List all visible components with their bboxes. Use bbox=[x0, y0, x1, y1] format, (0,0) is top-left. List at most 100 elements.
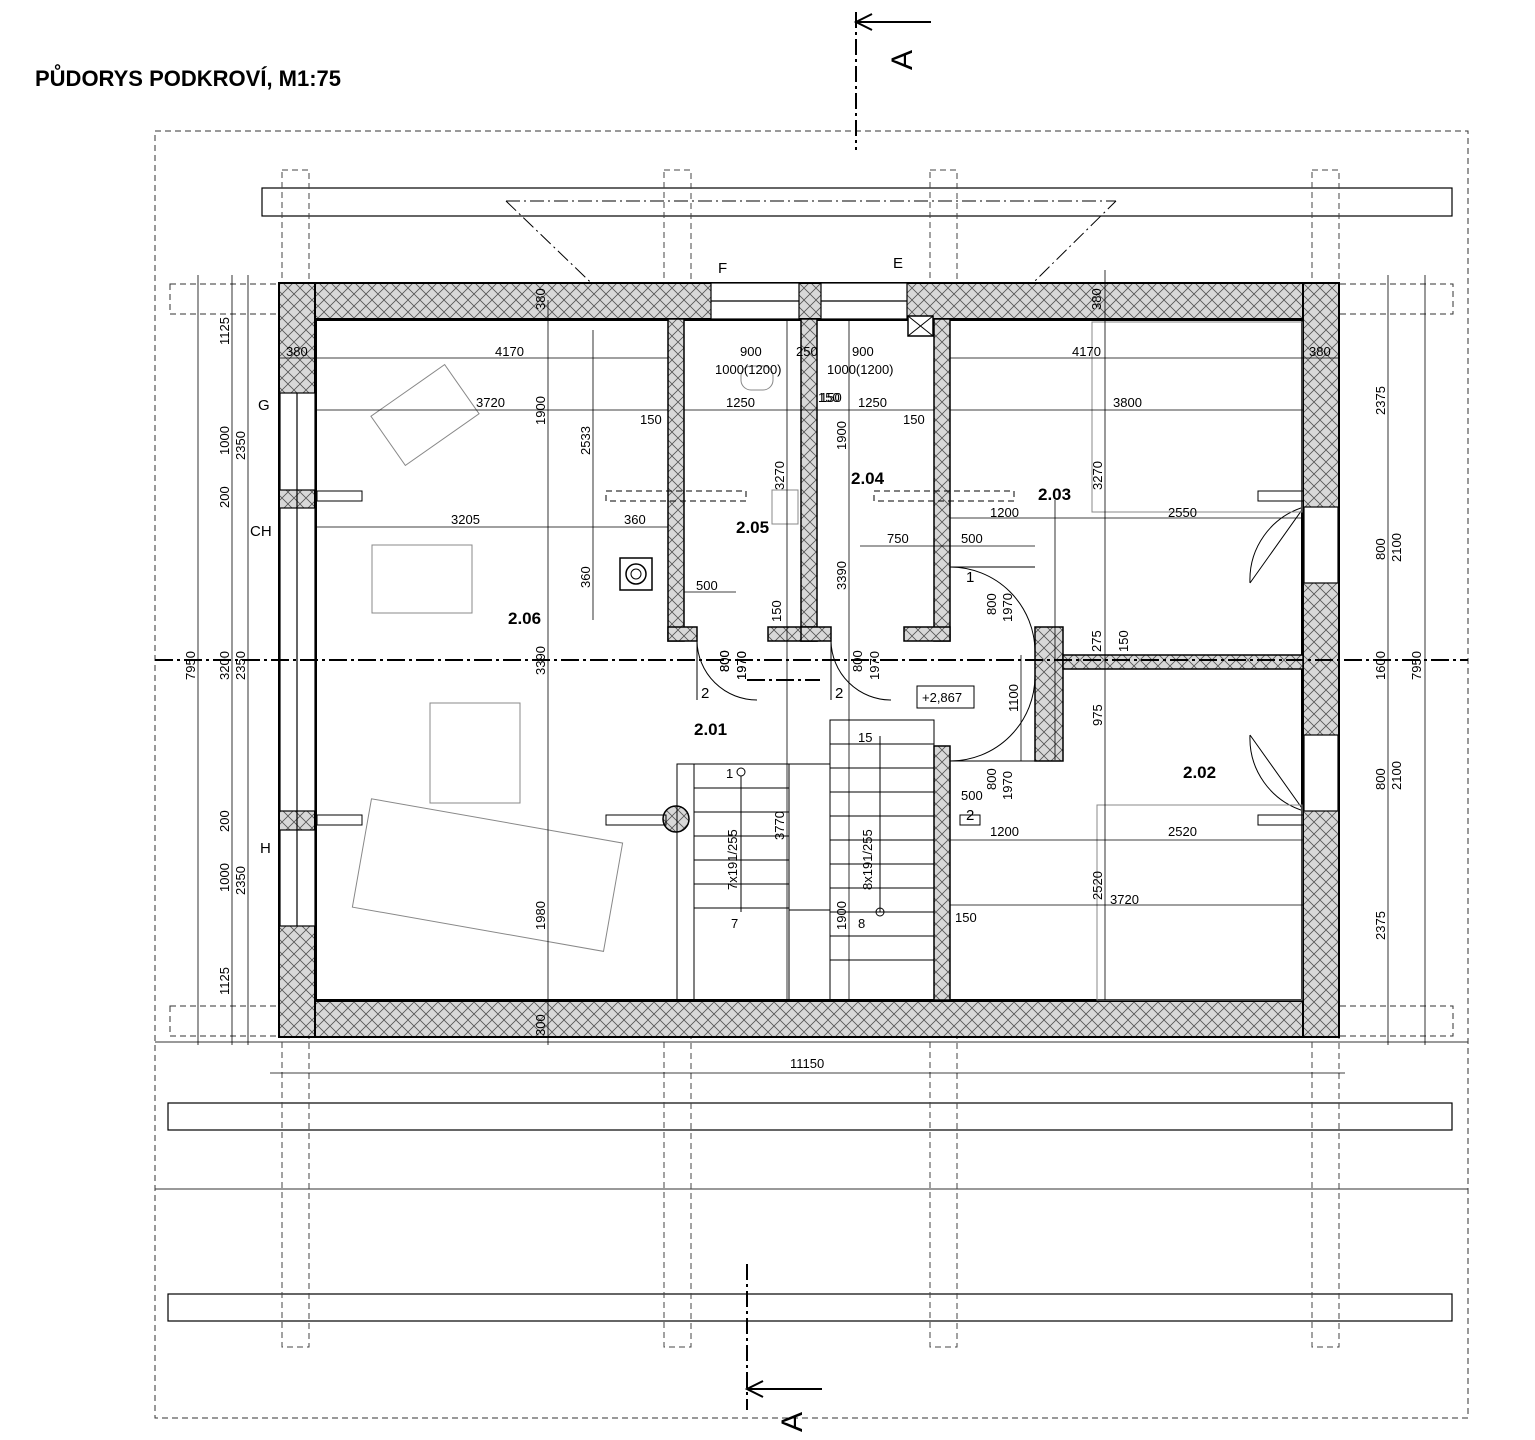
roof-beams bbox=[167, 187, 1453, 1322]
dim-left-inner-2: 2350 bbox=[233, 866, 248, 895]
dim-202-6: 1970 bbox=[1000, 771, 1015, 800]
dim-202-1: 2520 bbox=[1090, 871, 1105, 900]
column bbox=[662, 805, 690, 833]
dim-206-8: 3390 bbox=[533, 646, 548, 675]
dimension-texts: 11150 7950 7950 1125 1000 200 3200 200 1… bbox=[183, 288, 1424, 1071]
stair-step-mid2: 8 bbox=[858, 916, 865, 931]
door-swing-2b: 2 bbox=[835, 685, 843, 702]
door-swing-2c: 2 bbox=[966, 807, 974, 824]
dim-203-5: 2550 bbox=[1168, 505, 1197, 520]
dim-206-7: 2533 bbox=[578, 426, 593, 455]
dim-right-total: 7950 bbox=[1409, 651, 1424, 680]
dim-204-8: 500 bbox=[961, 531, 983, 546]
dim-right-6: 2375 bbox=[1373, 911, 1388, 940]
window-f: F bbox=[718, 260, 727, 277]
section-line-a bbox=[744, 12, 931, 1410]
interior-walls bbox=[667, 315, 1304, 1001]
dim-left-1: 1000 bbox=[217, 426, 232, 455]
dim-overall-width: 11150 bbox=[790, 1056, 824, 1071]
dim-right-5: 2100 bbox=[1389, 761, 1404, 790]
window-sills bbox=[316, 490, 1304, 826]
furniture bbox=[351, 321, 1303, 1001]
dim-202-7: 150 bbox=[955, 910, 977, 925]
window-e: E bbox=[893, 255, 903, 272]
dim-206-4: 360 bbox=[624, 512, 646, 527]
dim-204-9: 800 bbox=[984, 593, 999, 615]
dormer-outline bbox=[505, 200, 1117, 499]
room-203: 2.03 bbox=[1038, 485, 1071, 504]
dim-205-5: 150 bbox=[818, 390, 840, 405]
door-swing-2a: 2 bbox=[701, 685, 709, 702]
dim-204-3: 1250 bbox=[858, 395, 887, 410]
dim-right-2: 2100 bbox=[1389, 533, 1404, 562]
dim-206-10: 380 bbox=[533, 288, 548, 310]
dim-205-9: 1970 bbox=[734, 651, 749, 680]
dim-left-0: 1125 bbox=[217, 317, 232, 345]
dim-204-1: 1000(1200) bbox=[827, 362, 894, 377]
dim-left-total: 7950 bbox=[183, 651, 198, 680]
dim-left-6: 1125 bbox=[217, 967, 232, 995]
dim-206-3: 3205 bbox=[451, 512, 480, 527]
dim-203-2: 3800 bbox=[1113, 395, 1142, 410]
dim-205-3: 1250 bbox=[726, 395, 755, 410]
dim-204-10: 1970 bbox=[1000, 593, 1015, 622]
dim-206-0: 380 bbox=[286, 344, 308, 359]
window-h: H bbox=[260, 840, 271, 857]
dim-203-1: 4170 bbox=[1072, 344, 1101, 359]
dim-right-0: 2375 bbox=[1373, 386, 1388, 415]
dim-202-4: 500 bbox=[961, 788, 983, 803]
dim-205-10: 150 bbox=[769, 600, 784, 622]
dim-204-6: 3390 bbox=[834, 561, 849, 590]
stair-step-first: 1 bbox=[726, 766, 733, 781]
dim-205-1: 1000(1200) bbox=[715, 362, 782, 377]
chimney bbox=[619, 557, 653, 591]
dim-204-2: 150 bbox=[903, 412, 925, 427]
dim-left-inner-0: 2350 bbox=[233, 431, 248, 460]
dim-202-5: 800 bbox=[984, 768, 999, 790]
stair-step-mid: 7 bbox=[731, 916, 738, 931]
section-mark-top: A bbox=[886, 50, 919, 70]
doors bbox=[696, 506, 1305, 812]
room-206: 2.06 bbox=[508, 609, 541, 628]
room-205: 2.05 bbox=[736, 518, 769, 537]
window-ch: CH bbox=[250, 523, 272, 540]
dim-201-8: 1900 bbox=[834, 901, 849, 930]
room-numbers: 2.06 2.05 2.04 2.03 2.02 2.01 bbox=[508, 469, 1216, 782]
dim-202-0: 2520 bbox=[1168, 824, 1197, 839]
dim-206-2: 3720 bbox=[476, 395, 505, 410]
dim-201-3: 1970 bbox=[734, 651, 749, 680]
dim-206-11: 300 bbox=[533, 1014, 548, 1036]
dim-205-6: 3270 bbox=[772, 461, 787, 490]
dim-203-3: 3270 bbox=[1090, 461, 1105, 490]
dim-205-8: 800 bbox=[717, 650, 732, 672]
window-g: G bbox=[258, 397, 270, 414]
staircase bbox=[676, 719, 935, 1001]
dim-201-6: 150 bbox=[1116, 630, 1131, 652]
dim-left-5: 1000 bbox=[217, 863, 232, 892]
dim-left-inner-1: 2350 bbox=[233, 651, 248, 680]
dim-201-7: 3770 bbox=[772, 811, 787, 840]
dim-204-5: 1900 bbox=[834, 421, 849, 450]
room-202: 2.02 bbox=[1183, 763, 1216, 782]
dim-left-3: 3200 bbox=[217, 651, 232, 680]
level-mark: +2,867 bbox=[922, 690, 962, 705]
dim-205-7: 500 bbox=[696, 578, 718, 593]
room-204: 2.04 bbox=[851, 469, 885, 488]
stair-right-label: 8x191/255 bbox=[860, 829, 875, 890]
dim-202-3: 1200 bbox=[990, 824, 1019, 839]
dim-202-8: 975 bbox=[1090, 704, 1105, 726]
dim-206-6: 1900 bbox=[533, 396, 548, 425]
dim-right-4: 800 bbox=[1373, 768, 1388, 790]
dim-201-2: 800 bbox=[717, 650, 732, 672]
dim-204-0: 900 bbox=[852, 344, 874, 359]
vent-shaft bbox=[907, 315, 934, 337]
dim-206-1: 4170 bbox=[495, 344, 524, 359]
dim-205-0: 900 bbox=[740, 344, 762, 359]
stair-left-label: 7x191/255 bbox=[725, 829, 740, 890]
window-labels: F E G CH H bbox=[250, 255, 903, 857]
drawing-title: PŮDORYS PODKROVÍ, M1:75 bbox=[35, 63, 341, 91]
dim-left-2: 200 bbox=[217, 486, 232, 508]
dim-205-2: 250 bbox=[796, 344, 818, 359]
dim-203-4: 1200 bbox=[990, 505, 1019, 520]
dim-206-5: 360 bbox=[578, 566, 593, 588]
